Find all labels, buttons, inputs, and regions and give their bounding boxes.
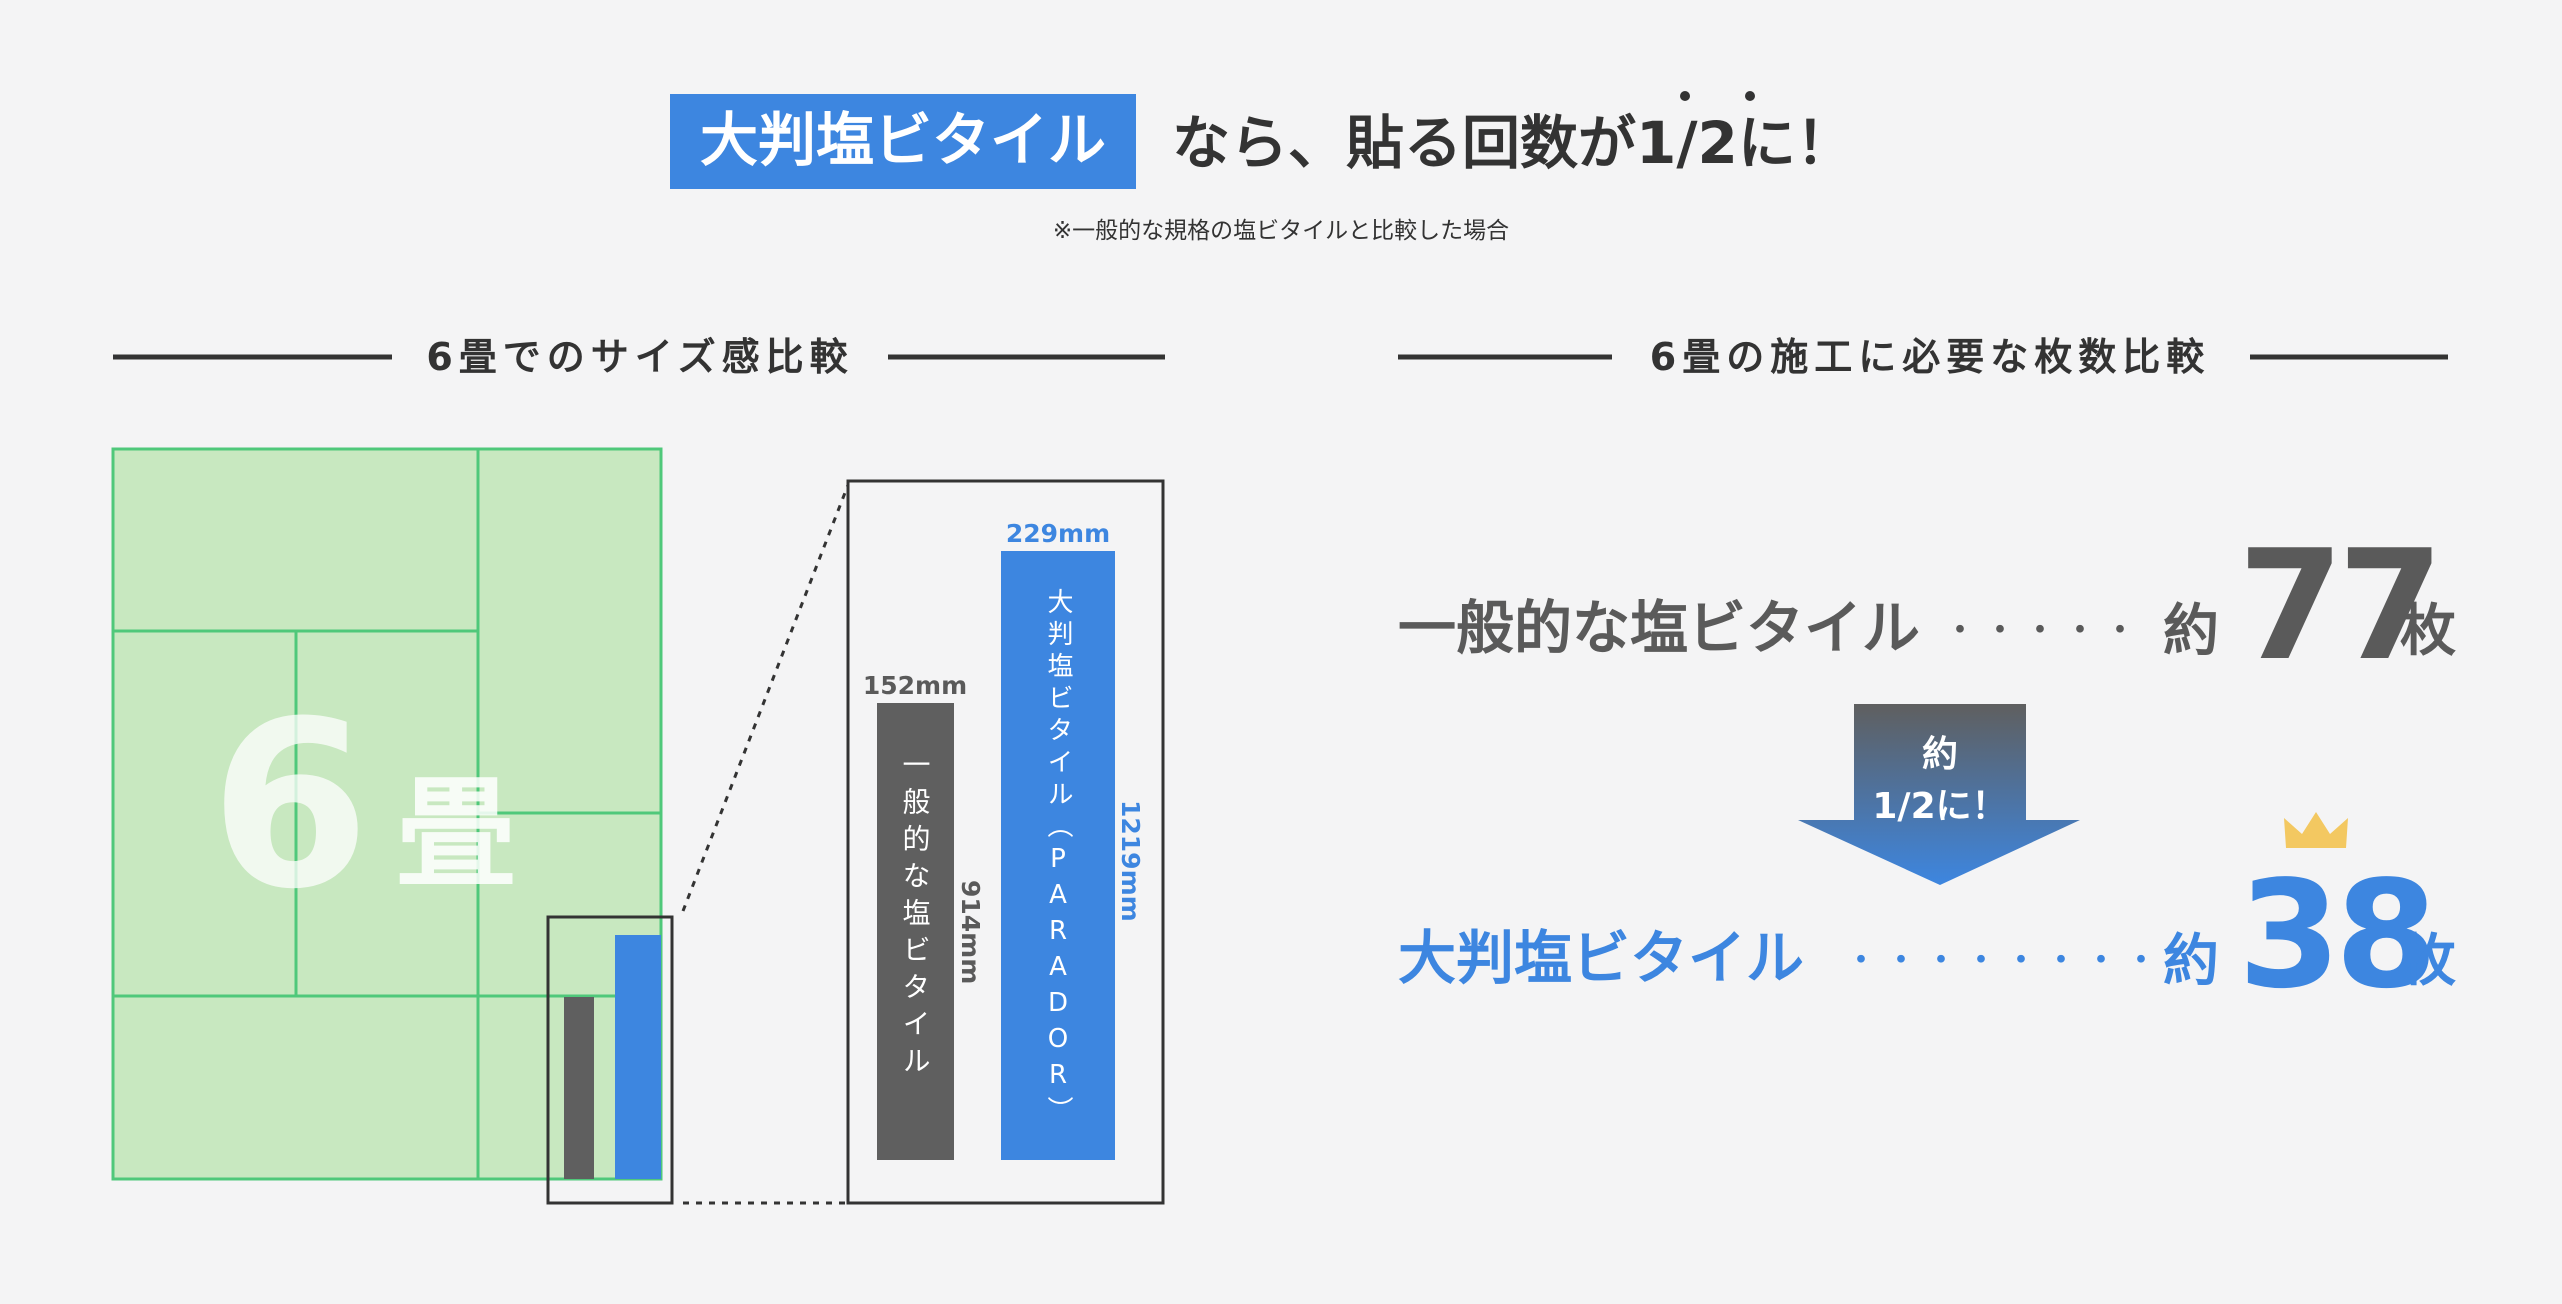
large-tile <box>1001 551 1115 1160</box>
room-size-number: 6 <box>210 673 370 940</box>
zoom-source-frame <box>546 915 674 1205</box>
general-row-label: 一般的な塩ビタイル <box>1398 594 1920 662</box>
zoom-connector <box>681 484 850 912</box>
large-row-count: 38 <box>2238 849 2432 1021</box>
headline-badge-text: 大判塩ビタイル <box>700 106 1106 174</box>
general-tile-length: 914mm <box>956 880 985 984</box>
left-section-title: 6畳でのサイズ感比較 <box>426 335 853 379</box>
down-arrow-icon <box>1798 704 2080 885</box>
headline-note: ※一般的な規格の塩ビタイルと比較した場合 <box>1053 218 1509 244</box>
general-tile-width: 152mm <box>863 671 967 700</box>
large-row-dots: ・・・・・・・・ <box>1843 940 2163 981</box>
large-row-prefix: 約 <box>2163 929 2219 994</box>
large-tile-label: 大判塩ビタイル（PARADOR） <box>1043 588 1073 1128</box>
large-row-unit: 枚 <box>2400 929 2456 994</box>
general-row-prefix: 約 <box>2163 599 2219 664</box>
zoom-detail-frame <box>846 479 1165 1205</box>
right-section-title: 6畳の施工に必要な枚数比較 <box>1650 335 2210 379</box>
large-tile-length: 1219mm <box>1116 800 1145 922</box>
arrow-line1: 約 <box>1922 734 1958 775</box>
large-tile-small <box>615 935 661 1179</box>
general-row-count: 77 <box>2238 517 2438 694</box>
general-row-unit: 枚 <box>2400 599 2456 664</box>
crown-icon <box>2284 812 2348 848</box>
large-tile-width: 229mm <box>1006 519 1110 548</box>
arrow-line2: 1/2に！ <box>1872 786 2007 827</box>
large-row-label: 大判塩ビタイル <box>1398 924 1804 992</box>
headline-text: なら、貼る回数が1/2に！ <box>1172 109 1854 177</box>
room-size-unit: 畳 <box>396 765 516 904</box>
general-tile-label: 一般的な塩ビタイル <box>899 750 932 1083</box>
headline-badge <box>670 94 1136 189</box>
general-tile <box>877 703 954 1160</box>
emphasis-dot <box>1745 91 1755 101</box>
general-tile-small <box>564 997 594 1179</box>
emphasis-dot <box>1680 91 1690 101</box>
general-row-dots: ・・・・・ <box>1942 610 2142 651</box>
